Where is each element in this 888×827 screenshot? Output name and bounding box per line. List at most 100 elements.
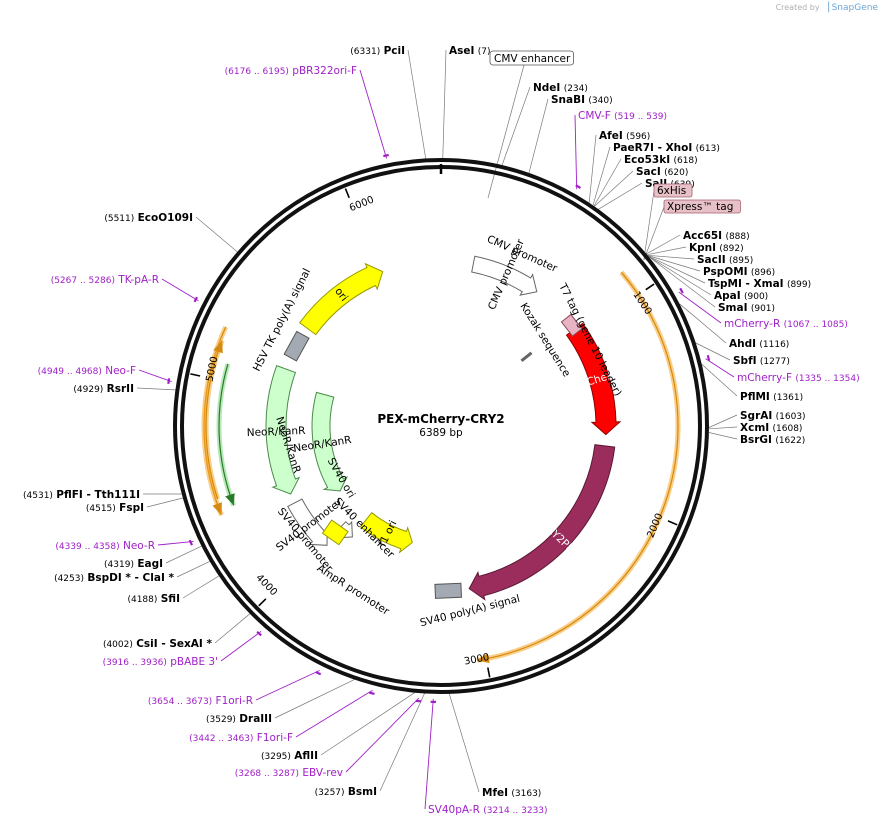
site-leader-xcmi (708, 426, 738, 430)
site-label-saci: SacI (620) (636, 166, 688, 178)
feature-mcherry-3 (565, 322, 622, 436)
site-label-sacii: SacII (895) (697, 254, 753, 266)
site-position: (4002) (103, 640, 133, 650)
primer-mark-tk-pa-r (193, 296, 198, 303)
tick-mark-2000 (667, 520, 678, 526)
plasmid-name: PEX-mCherry-CRY2 (377, 412, 504, 426)
primer-leader-f1ori-r (255, 670, 320, 701)
tick-label-5000: 5000 (205, 356, 221, 383)
site-leader-ndei (501, 86, 531, 166)
primer-mark-mcherry-r (679, 287, 684, 294)
site-name: KpnI (689, 242, 716, 254)
site-name: SfiI (161, 593, 180, 605)
site-leader-tspmi-xmai (648, 255, 706, 284)
primer-label-cmv-f: CMV-F (519 .. 539) (578, 110, 667, 122)
primer-mark-neo-f (167, 378, 171, 384)
primer-position: (4949 .. 4968) (38, 367, 102, 377)
primer-name: F1ori-R (216, 695, 253, 707)
site-position: (4319) (104, 560, 134, 570)
primer-label-pbr322ori-f: (6176 .. 6195) pBR322ori-F (225, 65, 357, 77)
feature-kozak-sequence (520, 351, 533, 362)
primer-label-mcherry-r: mCherry-R (1067 .. 1085) (724, 318, 848, 330)
primer-leader-sv40pa-r (424, 698, 434, 810)
primer-leader-mcherry-r (678, 291, 722, 324)
site-name: PspOMI (703, 266, 748, 278)
site-label-bsrgi: BsrGI (1622) (740, 434, 805, 446)
site-name: AseI (449, 45, 474, 57)
inner-label-kozak-sequence-2: Kozak sequence (517, 301, 572, 379)
site-name: DraIII (239, 713, 272, 725)
primer-name: SV40pA-R (428, 804, 480, 816)
plasmid-center: PEX-mCherry-CRY2 6389 bp (377, 412, 504, 439)
site-label-tspmi-xmai: TspMI - XmaI (899) (708, 278, 811, 290)
primer-name: mCherry-R (724, 318, 780, 330)
primer-name: EBV-rev (302, 767, 343, 779)
primer-leader-cmv-f (574, 114, 578, 190)
primer-label-neo-r: (4339 .. 4358) Neo-R (55, 540, 155, 552)
site-name: CsiI - SexAI * (136, 638, 212, 650)
primer-leader-ebv-rev (345, 697, 420, 773)
site-label-pflmi: PflMI (1361) (740, 391, 803, 403)
primer-label-sv40pa-r: SV40pA-R (3214 .. 3233) (428, 804, 548, 816)
site-name: TspMI - XmaI (708, 278, 784, 290)
site-label-csii-sexai: (4002) CsiI - SexAI * (103, 638, 213, 650)
primer-mark-f1ori-r (315, 671, 322, 676)
site-name: BsmI (348, 786, 377, 798)
primer-name: TK-pA-R (117, 274, 159, 286)
site-position: (618) (673, 156, 697, 166)
site-position: (4188) (127, 595, 157, 605)
site-position: (596) (626, 132, 650, 142)
site-label-eco53ki: Eco53kI (618) (624, 154, 698, 166)
primer-mark-mcherry-f (706, 355, 711, 361)
site-leader-pflmi (701, 364, 738, 397)
site-position: (1277) (760, 357, 790, 367)
site-position: (620) (664, 168, 688, 178)
primer-leader-mcherry-f (705, 358, 735, 378)
site-name: PaeR7I - XhoI (613, 142, 692, 154)
site-leader-draiii (274, 679, 355, 719)
primer-position: (3268 .. 3287) (235, 769, 299, 779)
tag-box-6xhis (653, 183, 693, 198)
site-name: SacII (697, 254, 726, 266)
site-leader-sgrai (708, 414, 738, 428)
site-label-pflfi-tth111i: (4531) PflFI - Tth111I (23, 489, 140, 501)
tag-label-xpress-tag: Xpress™ tag (667, 201, 733, 213)
primer-name: mCherry-F (737, 372, 792, 384)
tick-mark-1000 (645, 283, 655, 291)
primer-mark-f1ori-f (368, 691, 375, 695)
site-position: (340) (588, 96, 612, 106)
primer-name: pBR322ori-F (292, 65, 357, 77)
tick-label-2000: 2000 (645, 512, 665, 540)
orf-arc-3 (205, 340, 223, 500)
primer-label-f1ori-r: (3654 .. 3673) F1ori-R (148, 695, 253, 707)
site-label-rsrii: (4929) RsrII (73, 383, 134, 395)
site-leader-kpni (647, 246, 687, 256)
site-label-ahdi: AhdI (1116) (729, 338, 789, 350)
boxed-label-cmv-enhancer: CMV enhancer (494, 53, 571, 65)
feature-label-neor-kanr-8: NeoR/KanR (247, 425, 306, 439)
site-leader-mfei (448, 693, 480, 793)
primer-leader-neo-f (138, 369, 172, 383)
site-leader-sali (598, 182, 643, 210)
site-position: (896) (751, 268, 775, 278)
site-name: XcmI (740, 422, 769, 434)
site-position: (900) (744, 292, 768, 302)
primer-label-pbabe-3: (3916 .. 3936) pBABE 3' (103, 656, 218, 668)
site-leader-afei (588, 134, 597, 203)
site-name: Eco53kI (624, 154, 670, 166)
orf-arcs (201, 270, 681, 664)
primer-position: (5267 .. 5286) (51, 276, 115, 286)
primer-label-neo-f: (4949 .. 4968) Neo-F (38, 365, 136, 377)
boxed-leader-cmv-enhancer (487, 64, 525, 199)
site-position: (1361) (773, 393, 803, 403)
primer-name: CMV-F (578, 110, 611, 122)
site-position: (4253) (54, 574, 84, 584)
plasmid-length: 6389 bp (419, 427, 463, 439)
snapgene-brand: SnapGene (831, 3, 878, 13)
site-label-sgrai: SgrAI (1603) (740, 410, 806, 422)
site-position: (4531) (23, 491, 53, 501)
site-name: SacI (636, 166, 661, 178)
primer-label-mcherry-f: mCherry-F (1335 .. 1354) (737, 372, 860, 384)
primer-leader-pbabe-3 (220, 631, 262, 662)
site-leader-ahdi (679, 303, 727, 344)
